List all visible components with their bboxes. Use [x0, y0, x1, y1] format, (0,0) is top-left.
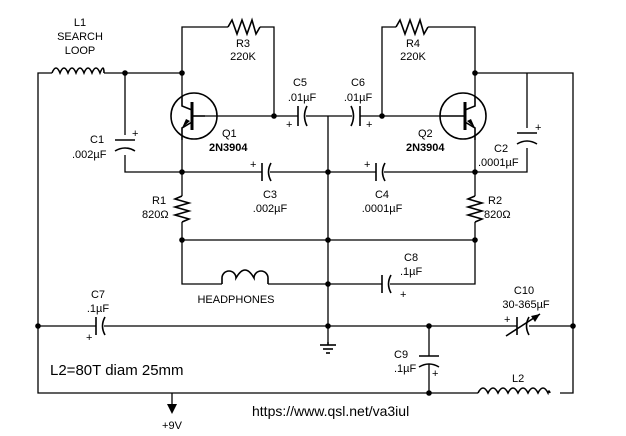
c4-plus: +: [364, 159, 370, 171]
c2-value: .0001µF: [478, 157, 519, 169]
c5-plus: +: [286, 119, 292, 131]
capacitor-c5: [297, 105, 308, 127]
capacitor-c4: [375, 162, 386, 182]
r4-ref: R4: [406, 38, 420, 50]
supply-arrow-icon: [167, 404, 177, 414]
supply-label: +9V: [162, 420, 183, 432]
q1-ref: Q1: [222, 128, 237, 140]
c1-value: .002µF: [72, 149, 107, 161]
c3-ref: C3: [263, 189, 277, 201]
c1-ref: C1: [90, 134, 104, 146]
headphones-label: HEADPHONES: [197, 294, 274, 306]
c2-plus: +: [535, 122, 541, 134]
c7-value: .1µF: [87, 303, 110, 315]
c5-value: .01µF: [288, 92, 317, 104]
capacitor-c9: [418, 355, 440, 368]
r2-value: 820Ω: [484, 209, 511, 221]
capacitor-c6: [350, 105, 361, 127]
c7-ref: C7: [91, 289, 105, 301]
c7-plus: +: [86, 332, 92, 344]
resistor-r2: [465, 195, 485, 223]
c5-ref: C5: [293, 77, 307, 89]
c3-plus: +: [250, 159, 256, 171]
resistor-r4: [395, 17, 429, 37]
l2-ref: L2: [512, 373, 524, 385]
c10-value: 30-365µF: [502, 299, 550, 311]
c4-ref: C4: [375, 189, 389, 201]
variable-capacitor-c10: [505, 313, 541, 337]
q2-part: 2N3904: [406, 142, 445, 154]
capacitor-c1: [114, 139, 136, 152]
l1-name-line1: SEARCH: [57, 31, 103, 43]
c9-ref: C9: [394, 349, 408, 361]
r2-ref: R2: [488, 195, 502, 207]
capacitor-c7: [95, 316, 106, 336]
coil-note: L2=80T diam 25mm: [50, 362, 184, 379]
c1-plus: +: [132, 128, 138, 140]
r3-value: 220K: [230, 51, 256, 63]
c2-ref: C2: [494, 143, 508, 155]
capacitor-c3: [261, 162, 272, 182]
r3-ref: R3: [236, 38, 250, 50]
capacitor-c8: [381, 274, 392, 294]
c6-plus: +: [366, 119, 372, 131]
c8-ref: C8: [404, 252, 418, 264]
ground-icon: [320, 342, 336, 354]
c6-ref: C6: [351, 77, 365, 89]
inductor-l2: [477, 387, 551, 396]
r4-value: 220K: [400, 51, 426, 63]
resistor-r1: [172, 195, 192, 223]
resistor-r3: [227, 17, 261, 37]
q1-part: 2N3904: [209, 142, 248, 154]
r1-ref: R1: [152, 195, 166, 207]
c8-plus: +: [400, 289, 406, 301]
c10-ref: C10: [514, 285, 534, 297]
inductor-l1: [51, 67, 105, 76]
headphones-icon: [221, 269, 269, 284]
c8-value: .1µF: [400, 266, 423, 278]
capacitor-c2: [516, 132, 538, 145]
c9-plus: +: [432, 368, 438, 380]
transistor-q1: [170, 92, 218, 140]
c3-value: .002µF: [253, 203, 288, 215]
r1-value: 820Ω: [142, 209, 169, 221]
q2-ref: Q2: [418, 128, 433, 140]
transistor-q2: [439, 92, 487, 140]
c9-value: .1µF: [394, 363, 417, 375]
l1-name-line2: LOOP: [65, 45, 96, 57]
source-url: https://www.qsl.net/va3iul: [252, 403, 409, 419]
c10-plus: +: [504, 314, 510, 326]
wiring: [37, 26, 574, 410]
junction-dots: [35, 70, 576, 396]
l1-ref: L1: [74, 17, 86, 29]
c6-value: .01µF: [344, 92, 373, 104]
c4-value: .0001µF: [362, 203, 403, 215]
